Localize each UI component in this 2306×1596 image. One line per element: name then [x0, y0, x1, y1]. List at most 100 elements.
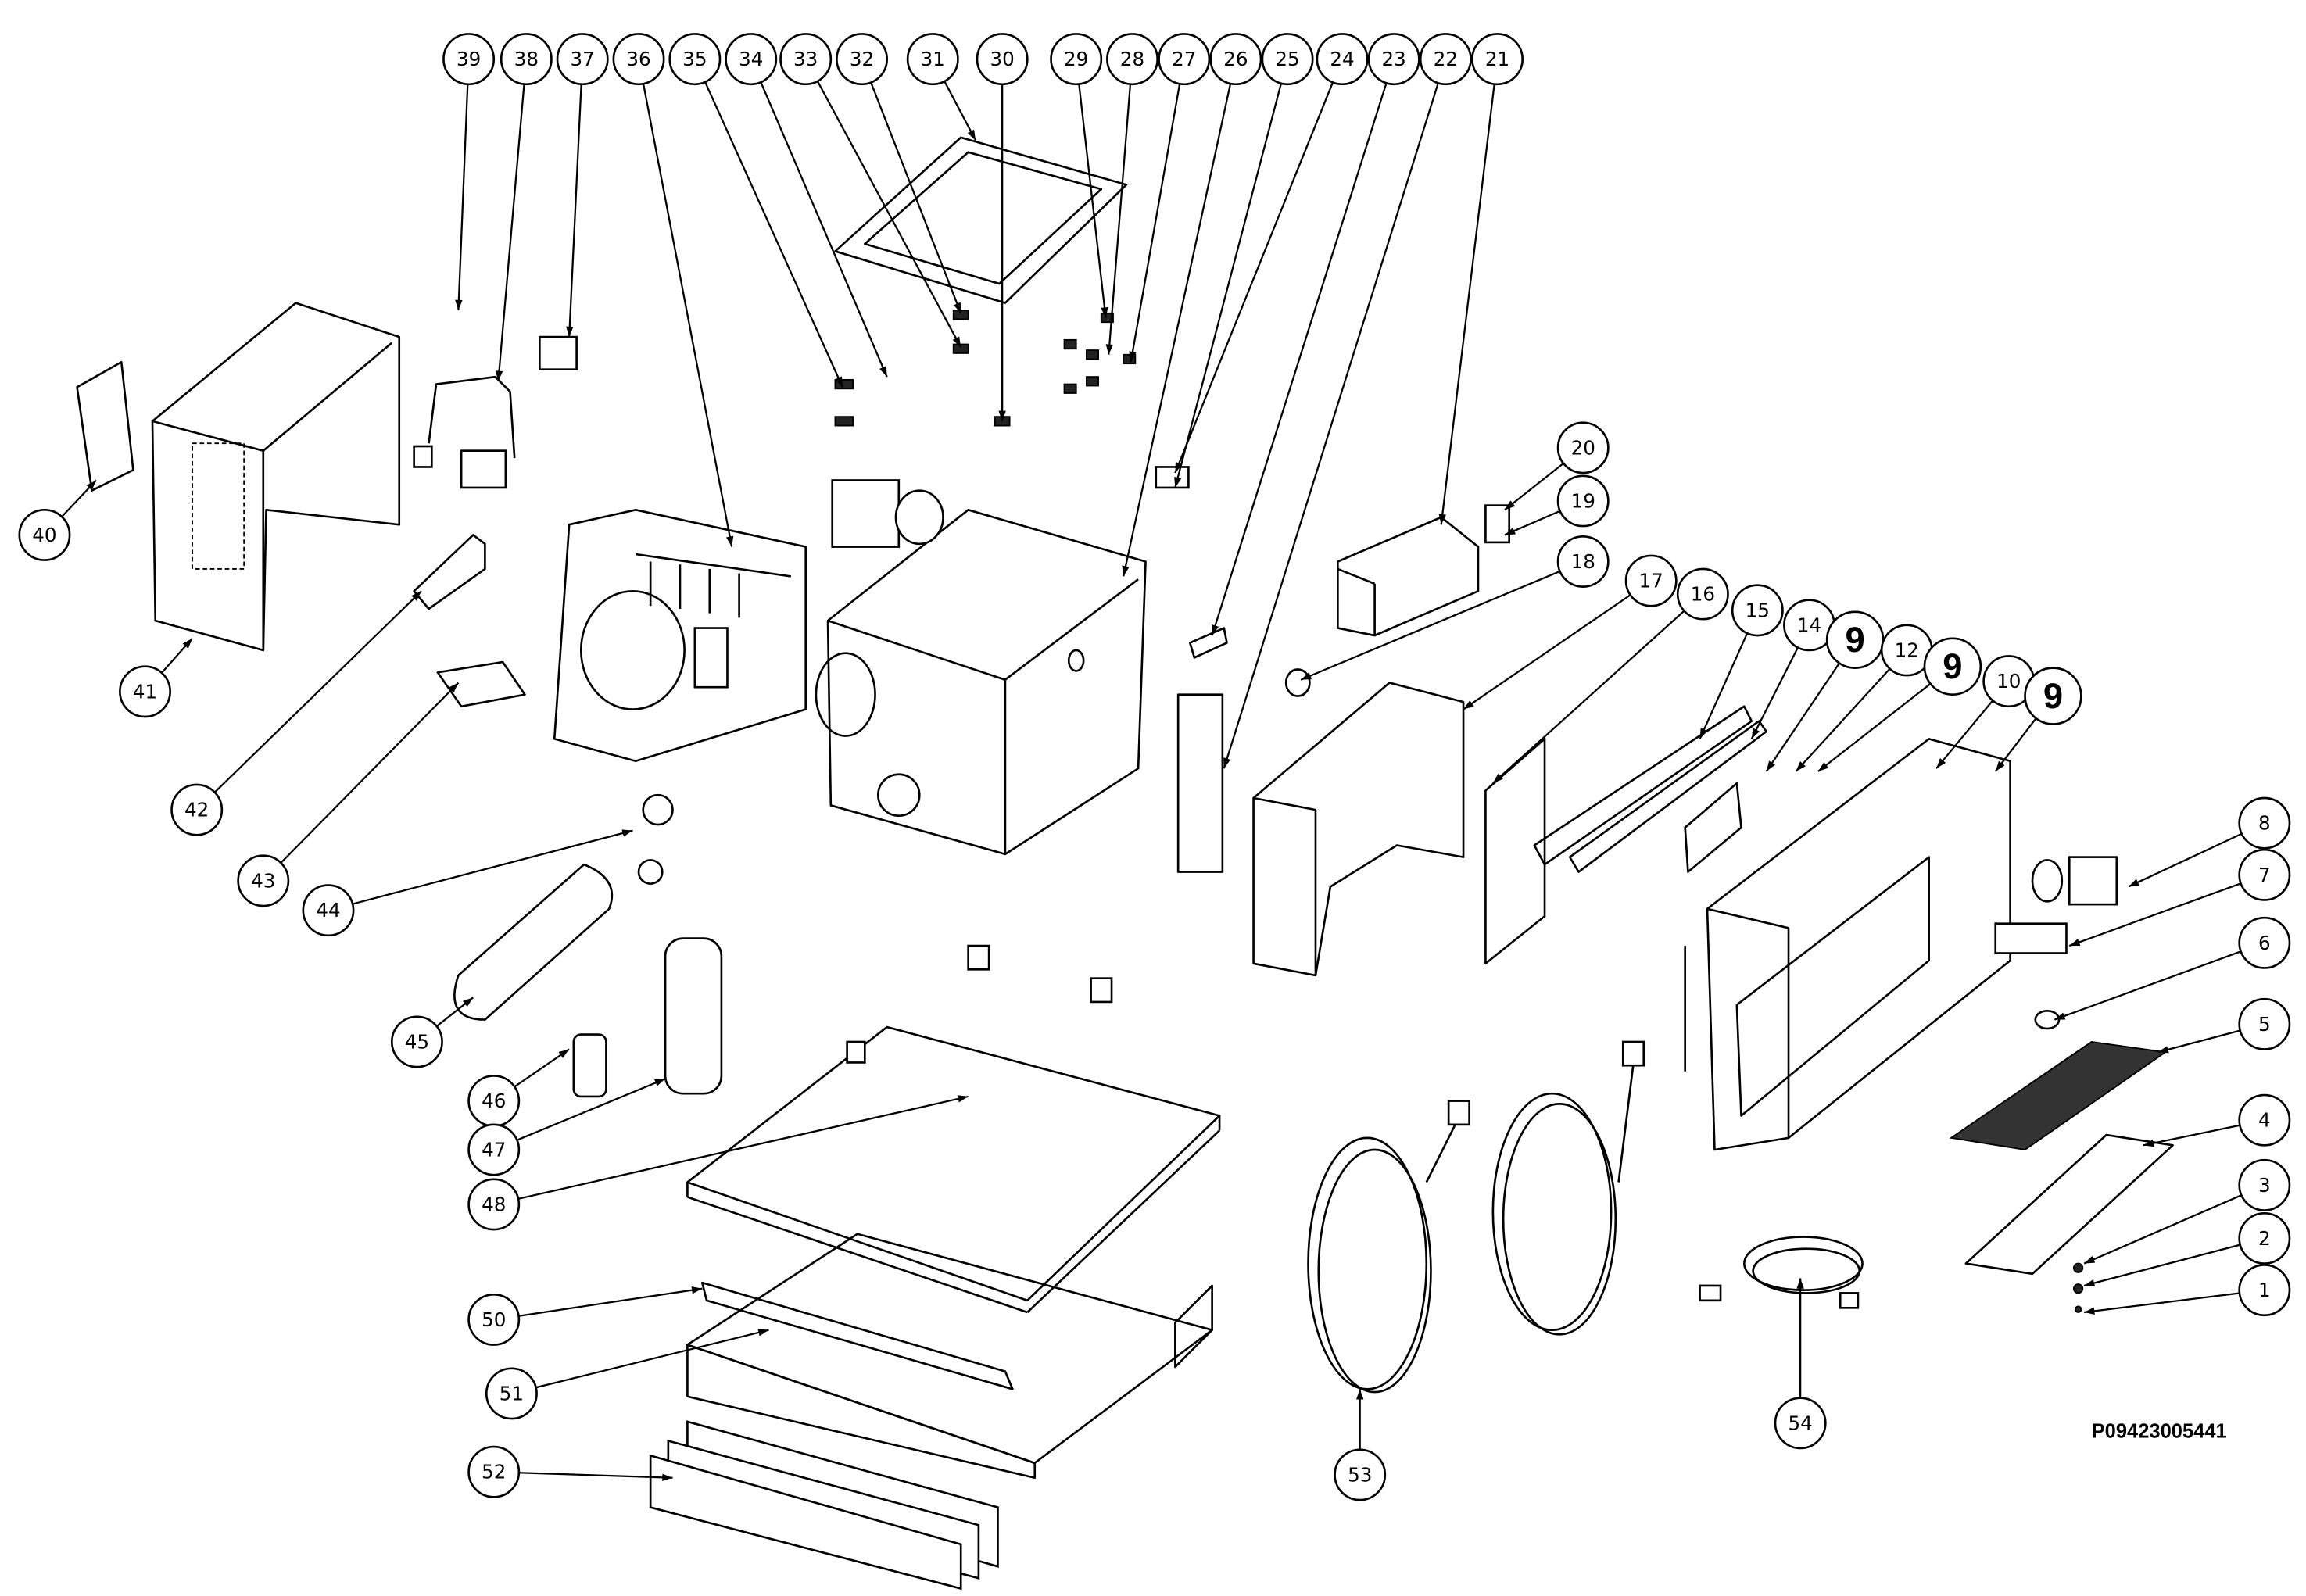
callout-54: 54 [1774, 1278, 1827, 1450]
callout-label: 43 [251, 869, 275, 892]
callout-bubble [725, 33, 778, 86]
part-insulation-panel [1484, 738, 1546, 965]
callout-53: 53 [1334, 1389, 1387, 1501]
part-bracket [413, 534, 486, 610]
callout-bubble [1050, 33, 1103, 86]
arrowhead-icon [86, 480, 97, 491]
callout-36: 36 [612, 33, 734, 547]
arrowhead-icon [1995, 760, 2005, 771]
callout-leader-line [1174, 82, 1334, 474]
callout-bubble [467, 1293, 521, 1346]
callout-bubble [1471, 33, 1524, 86]
arrowhead-icon [952, 336, 961, 348]
callout-bubble [1731, 584, 1784, 637]
callout-9: 9 [1817, 637, 1982, 772]
callout-9: 9 [1994, 667, 2082, 772]
callout-23: 23 [1211, 33, 1420, 636]
arrowhead-icon [691, 1286, 703, 1294]
callout-bubble [976, 33, 1029, 86]
callout-label: 16 [1691, 583, 1715, 606]
arrowhead-icon [1223, 757, 1231, 769]
callout-10: 10 [1935, 655, 2036, 769]
callout-bubble [467, 1123, 521, 1176]
callout-34: 34 [725, 33, 888, 378]
callout-bubble [2238, 916, 2291, 969]
callout-bubble [1556, 474, 1610, 528]
callout-leader-line [518, 1287, 703, 1317]
arrowhead-icon [2069, 939, 2081, 947]
callout-bubble [1261, 33, 1314, 86]
part-clip [1188, 627, 1228, 659]
part-grommet [1284, 668, 1311, 697]
callout-50: 50 [467, 1286, 703, 1346]
part-bush [2034, 1009, 2061, 1030]
callout-bubble [1106, 33, 1158, 86]
callout-bubble [2238, 1158, 2291, 1211]
callout-51: 51 [485, 1329, 769, 1420]
arrowhead-icon [1492, 773, 1503, 784]
callout-bubble [612, 33, 665, 86]
callout-label: 37 [571, 48, 595, 70]
arrowhead-icon [1699, 728, 1708, 739]
callout-label: 50 [482, 1308, 506, 1331]
arrowhead-icon [2084, 1279, 2096, 1287]
callout-bubble [2238, 1211, 2291, 1265]
callout-bubble [18, 508, 71, 561]
callout-33: 33 [779, 33, 962, 348]
arrowhead-icon [2157, 1046, 2169, 1054]
callout-leader-line [1492, 610, 1685, 784]
callout-7: 7 [2068, 848, 2291, 947]
arrowhead-icon [495, 370, 503, 381]
part-front-door [1684, 738, 2011, 1151]
callout-bubble [442, 33, 496, 86]
callout-label: 29 [1064, 48, 1088, 70]
callout-leader-line [497, 84, 525, 381]
arrowhead-icon [1817, 762, 1829, 771]
callout-38: 38 [495, 33, 553, 381]
callout-16: 16 [1492, 567, 1729, 784]
callout-47: 47 [467, 1078, 666, 1176]
callout-label: 27 [1172, 48, 1196, 70]
part-drip-tray [436, 660, 526, 708]
callout-label: 31 [921, 48, 945, 70]
arrowhead-icon [1105, 344, 1114, 355]
callout-25: 25 [1174, 33, 1314, 488]
callout-label: 12 [1895, 639, 1919, 661]
callout-31: 31 [906, 33, 977, 141]
callout-label: 48 [482, 1193, 506, 1215]
callout-leader-line [2143, 1124, 2240, 1147]
arrowhead-icon [1751, 728, 1760, 739]
arrowhead-icon [957, 1095, 969, 1103]
part-power-cord [1699, 1236, 1864, 1309]
part-screw [2072, 1262, 2084, 1273]
callout-bubble [906, 33, 959, 86]
part-filter-cartridge [453, 863, 614, 1021]
callout-bubble [1316, 33, 1369, 86]
callout-45: 45 [390, 997, 474, 1068]
callout-leader-line [280, 682, 460, 864]
callout-leader-line [816, 81, 962, 348]
callout-bubble [2238, 997, 2291, 1050]
callout-label: 45 [405, 1030, 429, 1053]
callout-bubble [836, 33, 888, 86]
part-valve [1155, 466, 1190, 489]
part-spacer [967, 944, 990, 971]
callout-leader-line [760, 81, 888, 378]
callout-bubble [779, 33, 833, 86]
part-spacer [1090, 977, 1113, 1004]
callout-leader-line [457, 84, 469, 311]
part-small-filter [572, 1033, 607, 1098]
part-compressor-unit [553, 508, 807, 763]
callout-leader-line [517, 1095, 969, 1200]
part-motor [2068, 856, 2118, 906]
callout-leader-line [1935, 700, 1994, 769]
callout-leader-line [1504, 462, 1564, 511]
callout-label: 38 [514, 48, 539, 70]
part-main-tank [815, 479, 1147, 856]
callout-43: 43 [237, 682, 460, 907]
callout-leader-line [516, 1078, 666, 1141]
arrowhead-icon [1301, 672, 1312, 680]
callout-32: 32 [836, 33, 962, 314]
callout-label: 15 [1746, 599, 1770, 621]
